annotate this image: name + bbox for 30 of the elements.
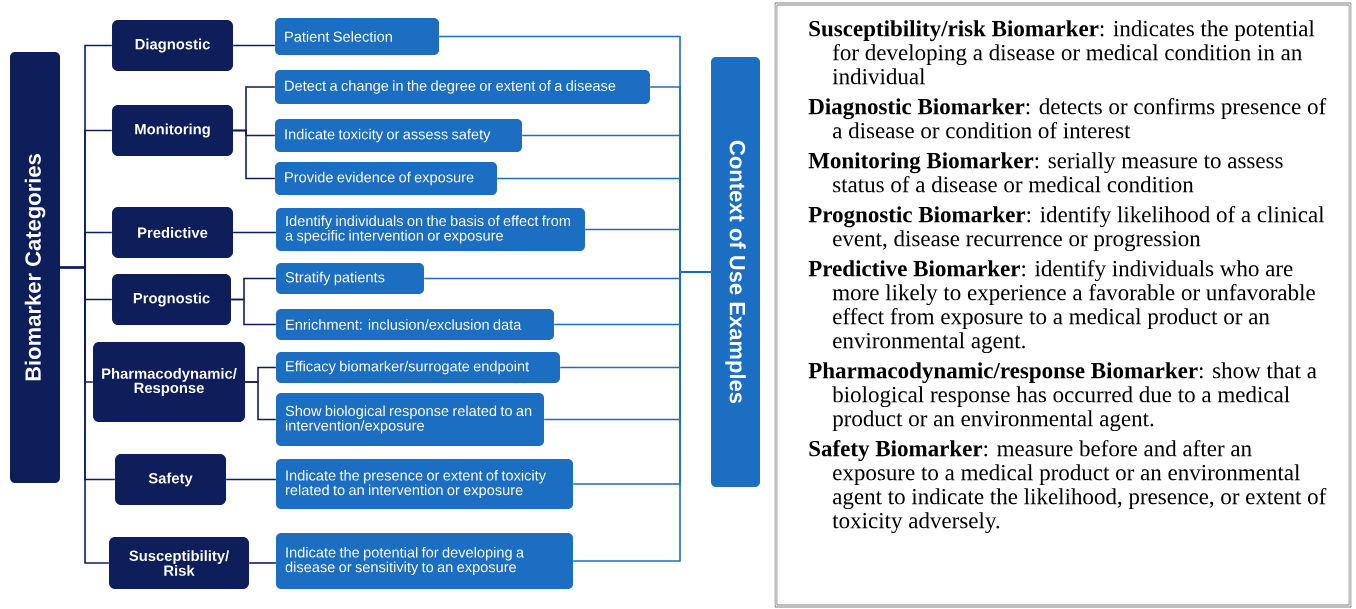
example-box: Enrichment: inclusion/exclusion data [276,309,554,340]
context-bar: Context of Use Examples [711,57,760,487]
example-box: Provide evidence of exposure [275,162,497,195]
connector-line [59,266,110,564]
category-box: Susceptibility/ Risk [109,537,249,589]
category-box: Monitoring [112,105,233,156]
connector-line [232,44,276,47]
category-box: Predictive [112,207,233,258]
connector-line [572,271,712,562]
category-box: Diagnostic [112,20,233,71]
example-box: Efficacy biomarker/surrogate endpoint [276,352,560,383]
connector-line [230,298,277,326]
example-box: Identify individuals on the basis of effect from a specific intervention or exposure [276,208,585,251]
connector-line [244,381,277,421]
connector-line [248,562,277,564]
category-box: Pharmacodynamic/ Response [93,342,245,422]
connector-line [225,478,277,481]
category-bar: Biomarker Categories [10,52,60,483]
connector-line [232,231,277,234]
definition-box: Susceptibility/risk Biomarker: indicates the potential for developing a disease or medical condition in an individual Diagnostic Biomarker: detects or confirms presence of a disease or condition of interest Monitoring Biomarker: serially measure to assess status of a disease or medical condition Prognostic Biomarker: identify likelihood of a clinical event, disease recurrence or progression Predictive Biomarker: identify individuals who are more likely to experience a favorable or unfavorable effect from exposure to a medical product or an environmental agent. Pharmacodynamic/response Biomarker: show that a biological response has occurred due to a medical product or an environmental agent. Safety Biomarker: measure before and after an exposure to a medical product or an environmental agent to indicate the likelihood, presence, or extent of toxicity adversely. [774,2,1352,608]
category-box: Prognostic [112,274,231,325]
example-box: Indicate toxicity or assess safety [275,119,522,152]
example-box: Patient Selection [275,18,439,55]
example-box: Indicate the potential for developing a disease or sensitivity to an exposure [276,533,573,589]
example-box: Detect a change in the degree or extent of a disease [275,70,650,104]
category-box: Safety [115,454,226,505]
example-box: Indicate the presence or extent of toxicity related to an intervention or exposure [276,459,573,509]
example-box: Stratify patients [276,263,424,294]
example-box: Show biological response related to an intervention/exposure [276,393,544,446]
connector-line [232,129,276,180]
